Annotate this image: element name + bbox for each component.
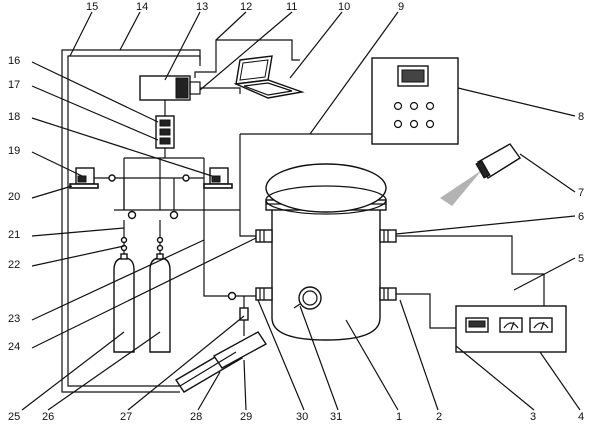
label-30: 30 [296, 411, 308, 423]
light-source [440, 143, 522, 206]
label-29: 29 [240, 411, 252, 423]
leader-lines [21, 11, 581, 411]
label-7: 7 [578, 187, 584, 199]
gas-cylinder-right [149, 220, 171, 353]
label-12: 12 [240, 1, 252, 13]
control-cabinet [371, 57, 459, 145]
label-22: 22 [8, 259, 20, 271]
label-8: 8 [578, 111, 584, 123]
label-9: 9 [398, 1, 404, 13]
label-17: 17 [8, 79, 20, 91]
label-24: 24 [8, 341, 20, 353]
gas-cylinder-left [113, 220, 135, 353]
gas-manifold [92, 157, 240, 220]
label-27: 27 [120, 411, 132, 423]
label-3: 3 [530, 411, 536, 423]
label-13: 13 [196, 1, 208, 13]
bottom-labels: 25 26 27 28 29 30 31 1 2 3 4 [8, 411, 584, 423]
reaction-vessel [255, 163, 397, 341]
label-23: 23 [8, 313, 20, 325]
label-16: 16 [8, 55, 20, 67]
label-26: 26 [42, 411, 54, 423]
label-15: 15 [86, 1, 98, 13]
label-18: 18 [8, 111, 20, 123]
valve-block [155, 100, 175, 158]
label-28: 28 [190, 411, 202, 423]
right-labels: 8 7 6 5 [578, 111, 584, 265]
label-25: 25 [8, 411, 20, 423]
tube-probes [175, 331, 268, 393]
label-20: 20 [8, 191, 20, 203]
gas-pump-left [69, 167, 99, 189]
label-4: 4 [578, 411, 584, 423]
label-5: 5 [578, 253, 584, 265]
label-19: 19 [8, 145, 20, 157]
measurement-instrument [455, 305, 567, 353]
pump-unit [139, 75, 241, 101]
laptop-icon [233, 55, 305, 99]
label-6: 6 [578, 211, 584, 223]
gas-line-to-vessel [203, 210, 256, 336]
left-labels: 16 17 18 19 20 21 22 23 24 [8, 55, 20, 353]
label-2: 2 [436, 411, 442, 423]
top-labels: 15 14 13 12 11 10 9 [86, 1, 404, 13]
signal-wires [239, 133, 545, 329]
label-1: 1 [396, 411, 402, 423]
label-31: 31 [330, 411, 342, 423]
label-11: 11 [286, 1, 297, 13]
label-10: 10 [338, 1, 350, 13]
gas-pump-right [203, 167, 233, 189]
label-14: 14 [136, 1, 148, 13]
label-21: 21 [8, 229, 20, 241]
